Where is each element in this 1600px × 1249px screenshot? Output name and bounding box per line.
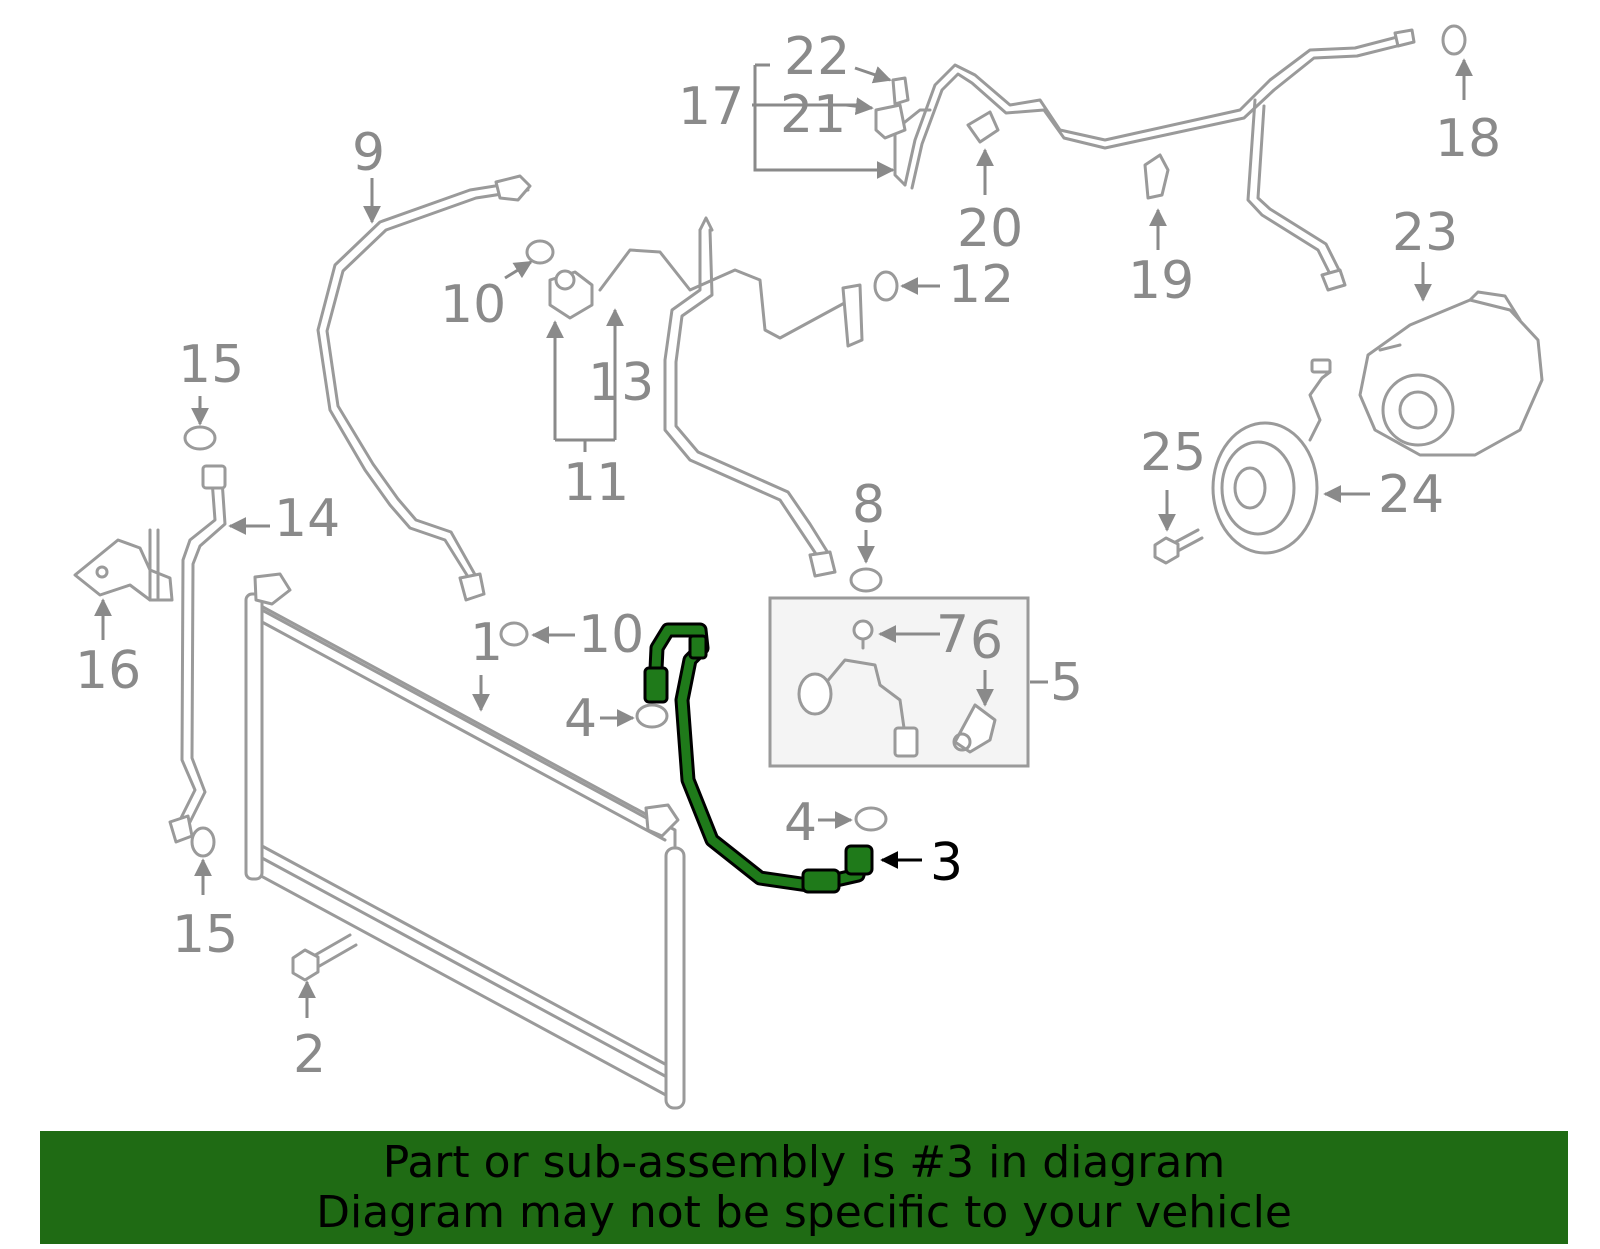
leader-lines <box>94 58 1473 1018</box>
callout-1: 1 <box>470 613 503 673</box>
callout-labels: 1 2 3 4 4 5 6 7 8 9 10 10 11 12 13 14 15… <box>75 27 1501 1085</box>
callout-15a: 15 <box>178 335 244 395</box>
o-ring-12 <box>873 270 899 302</box>
callout-4a: 4 <box>564 689 597 749</box>
callout-6: 6 <box>970 611 1003 671</box>
callout-14: 14 <box>274 489 340 549</box>
callout-21: 21 <box>780 85 846 145</box>
o-ring-10a <box>525 239 555 265</box>
o-ring-15b <box>190 826 216 858</box>
callout-15b: 15 <box>172 905 238 965</box>
callout-17: 17 <box>678 77 744 137</box>
bolt-2 <box>291 933 358 982</box>
bracket-16 <box>73 528 174 602</box>
callout-24: 24 <box>1378 465 1444 525</box>
o-ring-10b <box>499 621 529 647</box>
suction-hose-9 <box>316 174 532 602</box>
o-ring-8 <box>849 567 883 593</box>
pipe-14 <box>168 464 227 844</box>
o-ring-18 <box>1441 24 1467 56</box>
condenser <box>244 572 686 1110</box>
bolt-25 <box>1153 528 1204 565</box>
callout-22: 22 <box>784 27 850 87</box>
callout-20: 20 <box>957 199 1023 259</box>
callout-16: 16 <box>75 641 141 701</box>
callout-9: 9 <box>352 123 385 183</box>
callout-13: 13 <box>588 353 654 413</box>
callout-11: 11 <box>563 453 629 513</box>
callout-7: 7 <box>936 605 969 665</box>
callout-8: 8 <box>852 475 885 535</box>
callout-10a: 10 <box>440 275 506 335</box>
o-ring-4a <box>635 703 669 729</box>
discharge-hose-3-highlighted <box>643 622 874 894</box>
clutch-24 <box>1211 358 1332 555</box>
callout-5: 5 <box>1050 653 1083 713</box>
o-rings <box>183 24 1467 858</box>
callout-10b: 10 <box>578 605 644 665</box>
callout-2: 2 <box>293 1025 326 1085</box>
banner-line-1: Part or sub-assembly is #3 in diagram <box>382 1136 1226 1188</box>
pipe-11 <box>548 216 864 578</box>
callout-4b: 4 <box>784 793 817 853</box>
callout-3: 3 <box>930 833 963 893</box>
callout-18: 18 <box>1435 109 1501 169</box>
upper-lines <box>874 28 1416 292</box>
callout-25: 25 <box>1140 423 1206 483</box>
banner-line-2: Diagram may not be specific to your vehi… <box>316 1186 1292 1238</box>
callout-12: 12 <box>948 255 1014 315</box>
callout-19: 19 <box>1128 251 1194 311</box>
callout-23: 23 <box>1392 203 1458 263</box>
o-ring-15a <box>183 425 217 451</box>
info-banner: Part or sub-assembly is #3 in diagram Di… <box>40 1131 1568 1244</box>
compressor-23 <box>1358 290 1544 457</box>
o-ring-4b <box>854 806 888 832</box>
